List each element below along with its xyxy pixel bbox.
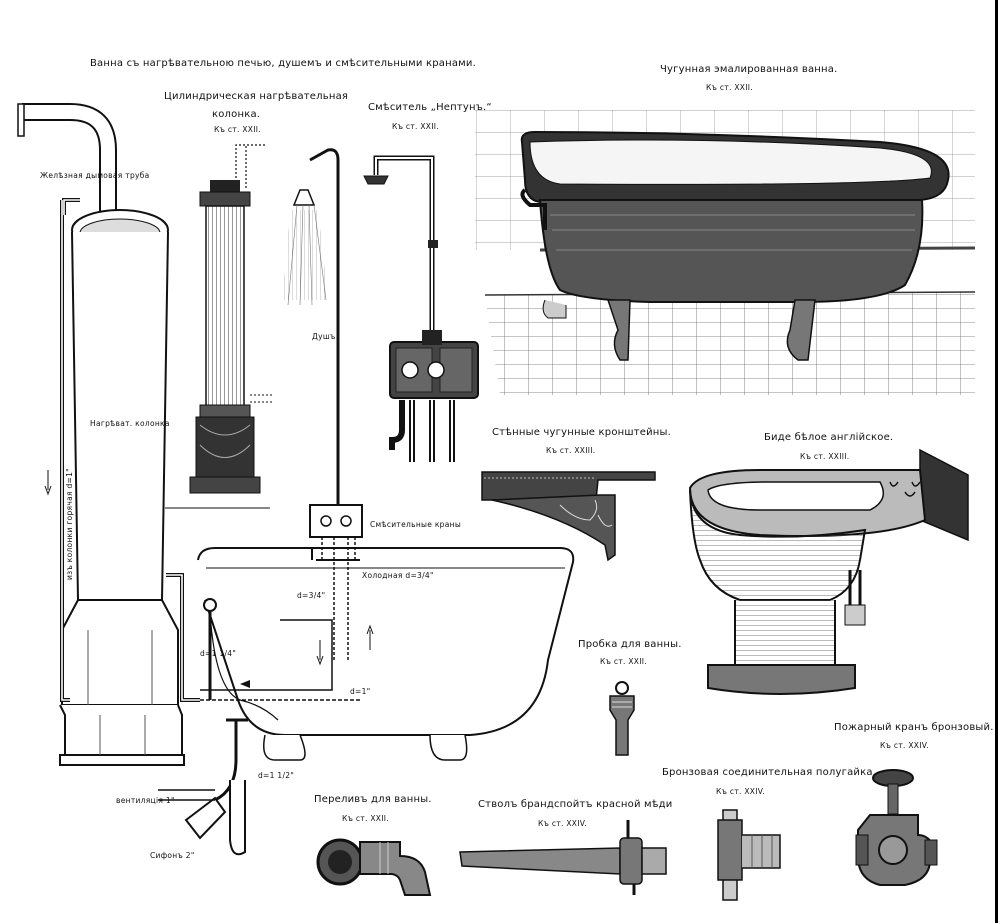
plug-title: Пробка для ванны. — [578, 639, 682, 650]
brackets-title: Стѣнные чугунные кронштейны. — [492, 427, 672, 438]
siphon-label: Сифонъ 2" — [150, 851, 195, 860]
bidet-title: Биде бѣлое англійское. — [764, 432, 894, 443]
mixing-taps-label: Смѣсительные краны — [370, 520, 462, 529]
ventilation-label: вентиляція 1" — [116, 796, 175, 805]
tub-ref: Къ ст. XXII. — [706, 83, 753, 92]
tub-title: Чугунная эмалированная ванна. — [660, 64, 838, 75]
column-title-line1: Цилиндрическая нагрѣвательная — [164, 91, 349, 102]
plug-ref: Къ ст. XXII. — [600, 657, 647, 666]
hot-pipe-label: изъ колонки горячая d=1" — [65, 468, 74, 580]
wall-brackets — [481, 471, 656, 562]
page-border — [995, 0, 998, 923]
heat-column-label: Нагрѣват. колонка — [90, 419, 170, 428]
column-title-line2: колонка. — [212, 109, 261, 120]
bathtub-schematic — [158, 148, 575, 856]
heating-column-diagram — [17, 103, 200, 766]
d34-label: d=3/4" — [297, 591, 326, 600]
overflow-ref: Къ ст. XXII. — [342, 814, 389, 823]
shower-label: Душъ. — [312, 332, 339, 341]
column-ref: Къ ст. XXII. — [214, 125, 261, 134]
coupling-ref: Къ ст. XXIV. — [716, 787, 765, 796]
iron-pipe-label: Желѣзная дымовая труба — [40, 171, 150, 180]
bronze-coupling — [717, 809, 781, 901]
hydrant-title: Пожарный кранъ бронзовый. — [834, 722, 994, 733]
d114-label: d=1 1/4" — [200, 649, 237, 658]
mixer-title: Смѣситель „Нептунъ.“ — [368, 102, 492, 113]
d1-label: d=1" — [350, 687, 371, 696]
mixer-ref: Къ ст. XXII. — [392, 122, 439, 131]
bath-plug — [609, 681, 635, 756]
cylindrical-heating-column — [165, 144, 272, 509]
d112-label: d=1 1/2" — [258, 771, 295, 780]
nozzle-title: Стволъ брандспойтъ красной мѣди — [478, 799, 673, 810]
bronze-fire-hydrant — [855, 769, 938, 886]
cold-pipe-label: Холодная d=3/4" — [362, 571, 434, 580]
main-title: Ванна съ нагрѣвательною печью, душемъ и … — [90, 58, 476, 69]
coupling-title: Бронзовая соединительная полугайка — [662, 767, 873, 778]
neptune-mixer — [363, 155, 479, 462]
hydrant-ref: Къ ст. XXIV. — [880, 741, 929, 750]
english-bidet — [688, 448, 969, 695]
bidet-ref: Къ ст. XXIII. — [800, 452, 850, 461]
fire-nozzle — [459, 820, 667, 895]
brackets-ref: Къ ст. XXIII. — [546, 446, 596, 455]
bath-overflow — [316, 838, 432, 896]
overflow-title: Переливъ для ванны. — [314, 794, 432, 805]
cast-iron-bathtub — [475, 110, 976, 395]
nozzle-ref: Къ ст. XXIV. — [538, 819, 587, 828]
